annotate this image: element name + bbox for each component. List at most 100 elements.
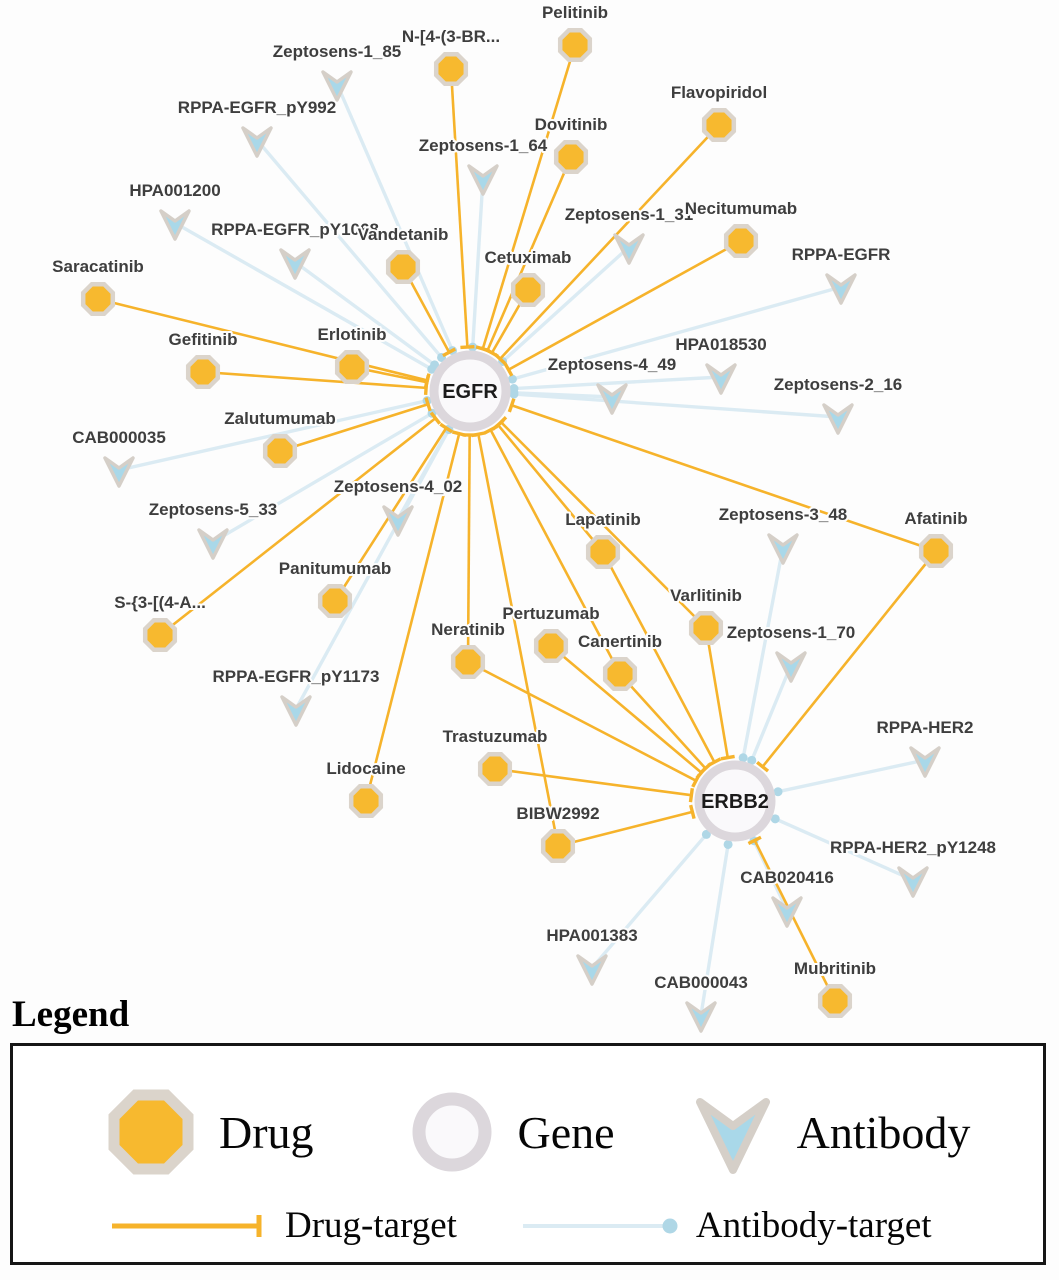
- antibody-target-edge: [293, 260, 436, 367]
- gene-node-erbb2[interactable]: [694, 760, 776, 842]
- antibody-node-cab000035[interactable]: [103, 456, 135, 488]
- antibody-target-dot: [507, 374, 517, 384]
- antibody-target-edge: [699, 844, 730, 1016]
- drug-target-tee: [503, 362, 514, 377]
- drug-node-bibw2992[interactable]: [540, 828, 576, 864]
- antibody-target-edge: [294, 428, 451, 710]
- node-label-cab020416: CAB020416: [740, 868, 834, 887]
- antibody-node-rppa_egfr[interactable]: [825, 273, 857, 305]
- antibody-target-dot: [738, 753, 748, 763]
- antibody-node-zeptosens_1_31[interactable]: [613, 233, 645, 265]
- gene-node-egfr[interactable]: [429, 350, 511, 432]
- drug-target-edge: [97, 297, 428, 382]
- antibody-node-zeptosens_2_16[interactable]: [822, 403, 854, 435]
- antibody-node-rppa_egfr_py1173[interactable]: [280, 695, 312, 727]
- drug-target-tee: [747, 835, 762, 846]
- drug-target-tee: [494, 416, 508, 429]
- node-label-cab000043: CAB000043: [654, 973, 748, 992]
- drug-node-saracatinib[interactable]: [80, 281, 116, 317]
- node-label-pertuzumab: Pertuzumab: [502, 604, 599, 623]
- antibody-node-cab020416[interactable]: [771, 896, 803, 928]
- drug-node-vandetanib[interactable]: [385, 249, 421, 285]
- antibody-node-cab000043[interactable]: [685, 1001, 717, 1033]
- node-label-hpa018530: HPA018530: [675, 335, 766, 354]
- antibody-node-rppa_her2_py1248[interactable]: [897, 866, 929, 898]
- antibody-node-zeptosens_5_33[interactable]: [197, 528, 229, 560]
- antibody-target-edge: [750, 664, 793, 761]
- antibody-node-hpa001383[interactable]: [576, 954, 608, 986]
- antibody-node-rppa_her2[interactable]: [909, 746, 941, 778]
- drug-node-mubritinib[interactable]: [817, 983, 853, 1019]
- antibody-target-dot: [509, 389, 519, 399]
- drug-target-tee: [460, 344, 475, 350]
- antibody-target-dot: [430, 360, 440, 370]
- drug-target-edge: [279, 403, 429, 453]
- legend-item-gene: Gene: [402, 1082, 615, 1182]
- drug-node-panitumumab[interactable]: [317, 583, 353, 619]
- node-label-bibw2992: BIBW2992: [516, 804, 599, 823]
- network-graph: PelitinibN-[4-(3-BR...Zeptosens-1_85Flav…: [50, 1, 998, 1033]
- antibody-target-edge: [501, 245, 631, 363]
- node-label-mubritinib: Mubritinib: [794, 959, 876, 978]
- legend-box: Drug Gene Antibody Dr: [10, 1043, 1046, 1265]
- antibody-node-zeptosens_3_48[interactable]: [767, 533, 799, 565]
- node-label-zeptosens_1_70: Zeptosens-1_70: [727, 623, 856, 642]
- drug-node-cetuximab[interactable]: [510, 272, 546, 308]
- antibody-node-hpa018530[interactable]: [705, 363, 737, 395]
- drug-target-edge: [497, 424, 605, 553]
- drug-target-edge: [761, 550, 938, 768]
- antibody-target-edge: [513, 391, 613, 399]
- legend-item-antibody-target: Antibody-target: [519, 1204, 932, 1247]
- drug-target-tee: [688, 788, 694, 803]
- legend-label-antibody: Antibody: [796, 1106, 971, 1158]
- drug-node-canertinib[interactable]: [602, 656, 638, 692]
- drug-target-edge: [467, 660, 697, 782]
- node-label-varlitinib: Varlitinib: [670, 586, 742, 605]
- node-label-rppa_her2_py1248: RPPA-HER2_pY1248: [830, 838, 996, 857]
- antibody-node-zeptosens_1_64[interactable]: [467, 164, 499, 196]
- drug-node-dovitinib[interactable]: [553, 139, 589, 175]
- drug-target-edge: [619, 673, 707, 770]
- antibody-node-rppa_egfr_py992[interactable]: [241, 126, 273, 158]
- drug-target-edge: [486, 156, 573, 352]
- drug-target-tee: [507, 398, 516, 413]
- node-label-cab000035: CAB000035: [72, 428, 166, 447]
- drug-target-edge: [601, 551, 716, 763]
- drug-target-edge: [481, 44, 577, 350]
- antibody-node-zeptosens_4_49[interactable]: [596, 383, 628, 415]
- drug-node-neratinib[interactable]: [450, 644, 486, 680]
- drug-node-flavopiridol[interactable]: [701, 107, 737, 143]
- node-label-pelitinib: Pelitinib: [542, 3, 608, 22]
- node-label-neratinib: Neratinib: [431, 620, 505, 639]
- drug-target-edge: [511, 404, 937, 553]
- drug-node-lidocaine[interactable]: [348, 783, 384, 819]
- antibody-node-icon: [695, 1098, 770, 1174]
- drug-target-tee: [423, 375, 430, 390]
- antibody-target-dot: [770, 814, 780, 824]
- drug-target-edge: [202, 370, 427, 390]
- drug-node-necitumumab[interactable]: [723, 223, 759, 259]
- legend-label-drug-target: Drug-target: [285, 1205, 457, 1246]
- drug-node-pelitinib[interactable]: [557, 27, 593, 63]
- antibody-node-hpa001200[interactable]: [159, 209, 191, 241]
- drug-target-tee: [424, 397, 432, 412]
- drug-node-lapatinib[interactable]: [585, 534, 621, 570]
- antibody-node-zeptosens_1_85[interactable]: [321, 70, 353, 102]
- antibody-node-zeptosens_4_02[interactable]: [382, 505, 414, 537]
- drug-node-zalutumumab[interactable]: [262, 433, 298, 469]
- node-label-vandetanib: Vandetanib: [358, 225, 449, 244]
- drug-node-pertuzumab[interactable]: [533, 628, 569, 664]
- drug-node-varlitinib[interactable]: [688, 610, 724, 646]
- drug-node-erlotinib[interactable]: [334, 349, 370, 385]
- gene-node-icon: [412, 1092, 492, 1172]
- drug-node-afatinib[interactable]: [918, 533, 954, 569]
- drug-node-s_3_4a[interactable]: [142, 617, 178, 653]
- drug-node-n4_3br[interactable]: [433, 51, 469, 87]
- antibody-node-zeptosens_1_70[interactable]: [775, 651, 807, 683]
- drug-node-gefitinib[interactable]: [185, 354, 221, 390]
- antibody-target-edge: [212, 411, 433, 544]
- drug-node-trastuzumab[interactable]: [477, 751, 513, 787]
- legend-item-drug: Drug: [99, 1080, 314, 1184]
- antibody-node-rppa_egfr_py1068[interactable]: [279, 248, 311, 280]
